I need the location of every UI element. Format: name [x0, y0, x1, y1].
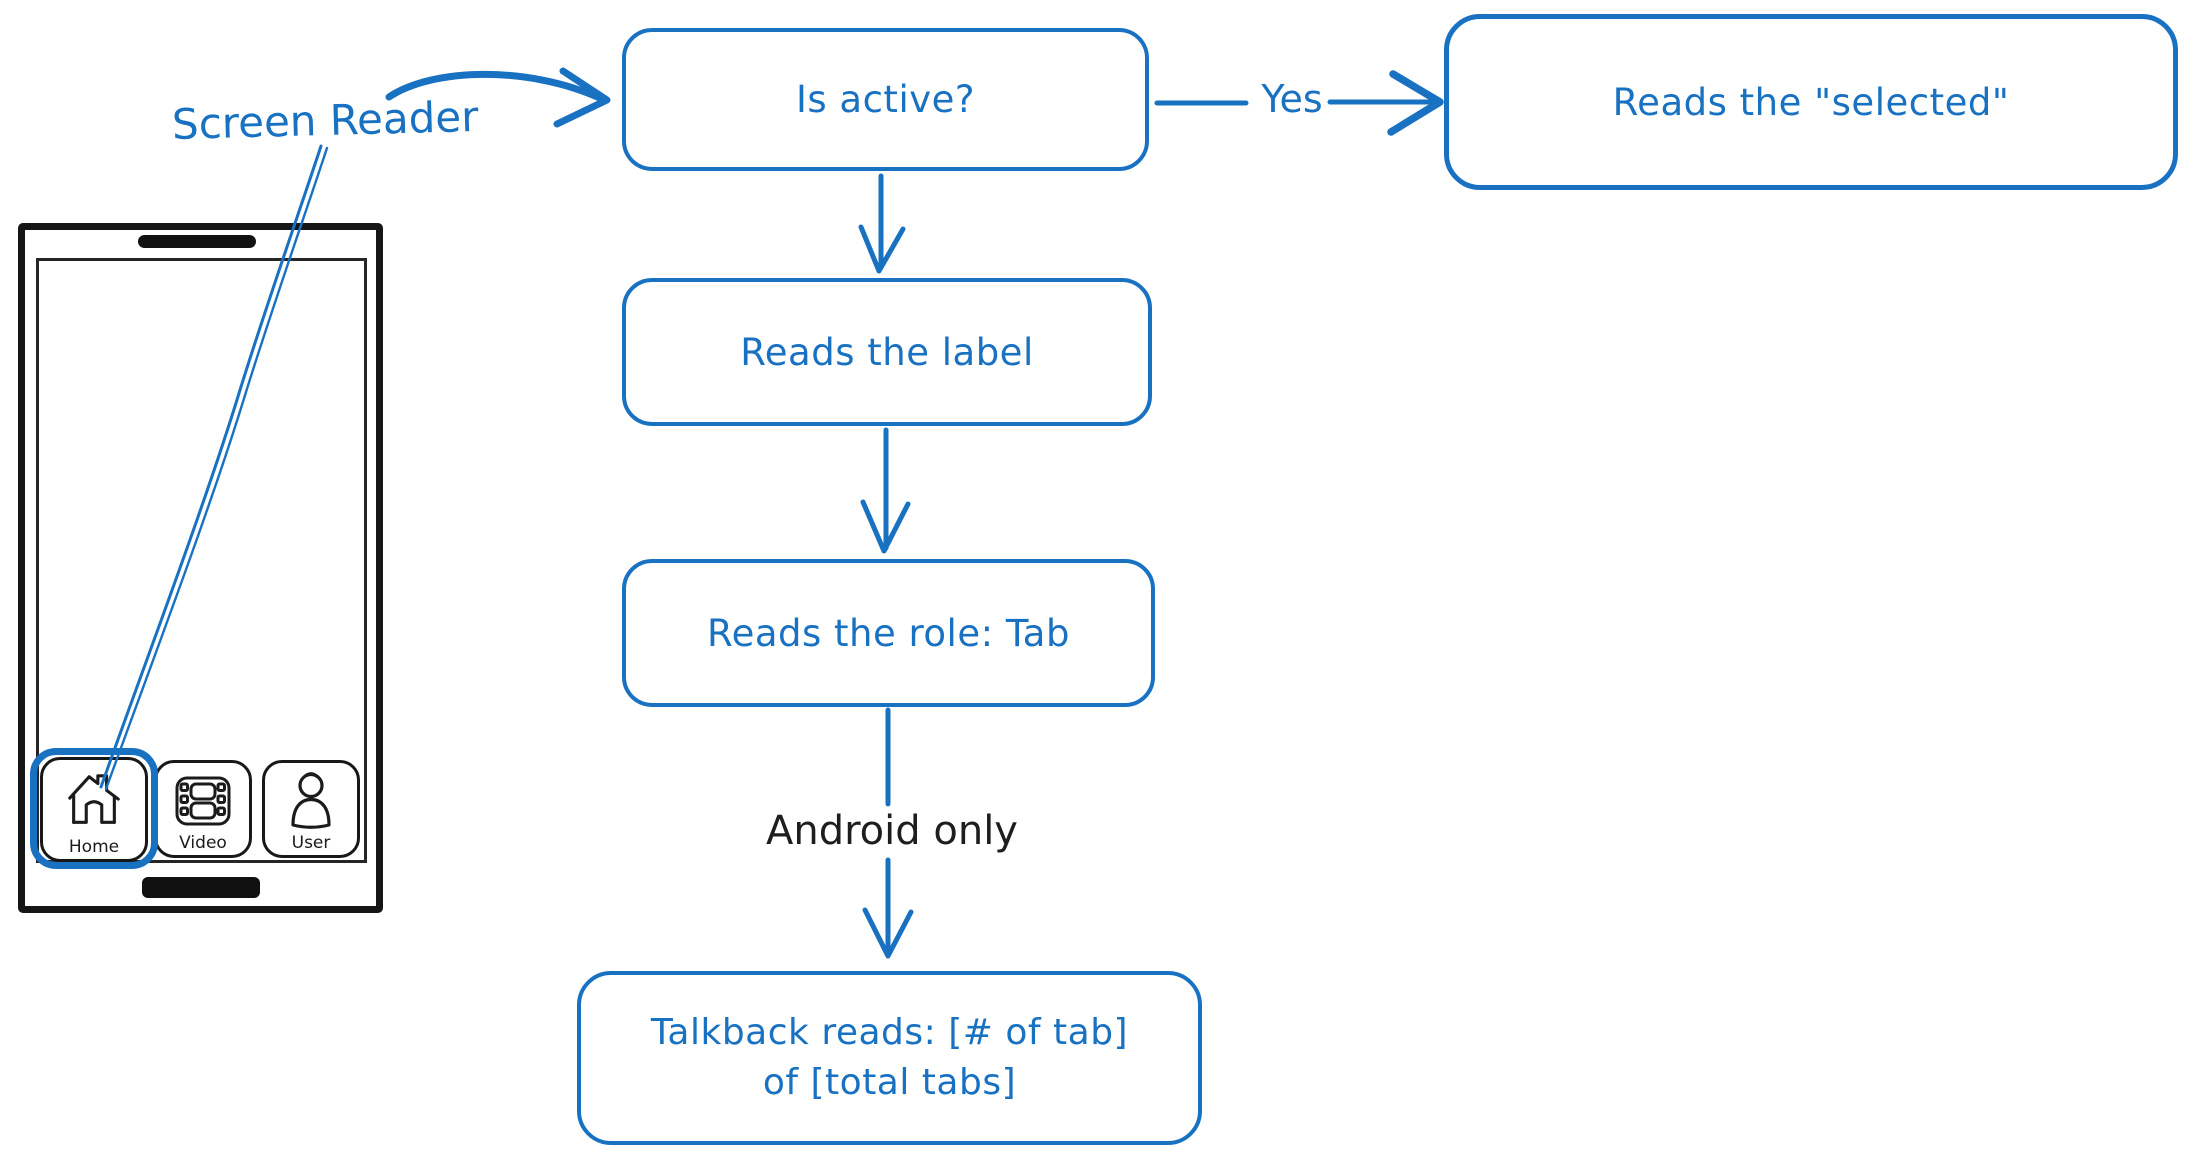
- phone-speaker: [138, 235, 256, 248]
- android-only-label: Android only: [766, 808, 1018, 854]
- tab-video: Video: [154, 760, 252, 858]
- tab-user: User: [262, 760, 360, 858]
- node-reads-selected: Reads the "selected": [1444, 14, 2178, 190]
- arrow-is-active-to-reads-label: [858, 173, 906, 274]
- node-reads-label-text: Reads the label: [740, 330, 1034, 374]
- phone-mockup: Home Video: [18, 223, 383, 913]
- node-talkback: Talkback reads: [# of tab] of [total tab…: [577, 971, 1202, 1145]
- node-is-active: Is active?: [622, 28, 1149, 171]
- node-reads-role: Reads the role: Tab: [622, 559, 1155, 707]
- tab-home-label: Home: [68, 837, 120, 857]
- node-is-active-text: Is active?: [795, 78, 976, 121]
- user-icon: [291, 772, 331, 829]
- active-tab-highlight: [30, 748, 158, 869]
- screen-reader-label: Screen Reader: [171, 91, 479, 150]
- node-reads-selected-text: Reads the "selected": [1612, 80, 2010, 124]
- home-indicator: [142, 877, 260, 898]
- node-talkback-text-line1: Talkback reads: [# of tab]: [650, 1012, 1129, 1054]
- node-talkback-text-line2: of [total tabs]: [762, 1062, 1017, 1103]
- video-icon: [175, 776, 231, 826]
- node-reads-label: Reads the label: [622, 278, 1152, 426]
- yes-label: Yes: [1261, 77, 1323, 121]
- node-reads-role-text: Reads the role: Tab: [707, 611, 1070, 655]
- home-icon: [68, 774, 120, 824]
- tab-user-label: User: [291, 833, 331, 853]
- tab-video-label: Video: [179, 833, 227, 853]
- arrow-reads-label-to-reads-role: [860, 427, 911, 554]
